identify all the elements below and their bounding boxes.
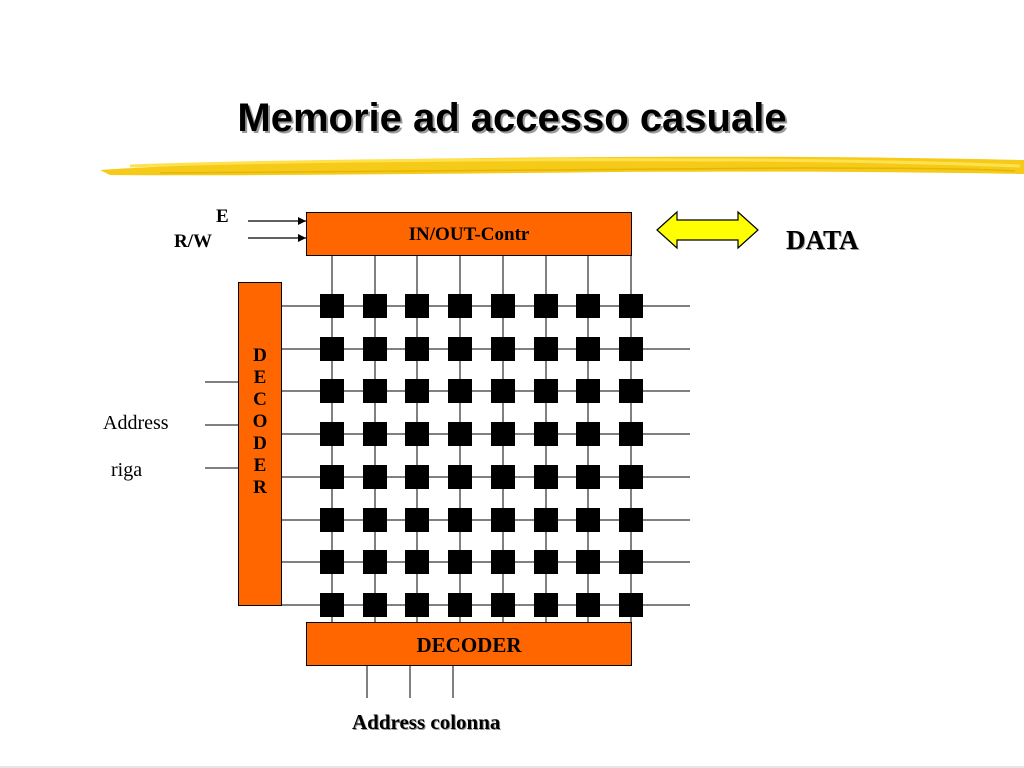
memory-cell: [619, 465, 643, 489]
column-decoder-block: DECODER: [306, 622, 632, 666]
memory-cell: [320, 422, 344, 446]
memory-cell: [491, 422, 515, 446]
memory-cell: [320, 379, 344, 403]
memory-cell: [405, 294, 429, 318]
memory-cell: [363, 294, 387, 318]
row-decoder-letter: R: [253, 477, 267, 498]
memory-cell: [619, 422, 643, 446]
memory-cells: [320, 294, 643, 617]
row-decoder-letter: D: [253, 345, 267, 366]
memory-cell: [448, 508, 472, 532]
memory-cell: [576, 593, 600, 617]
io-control-block: IN/OUT-Contr: [306, 212, 632, 256]
memory-cell: [448, 379, 472, 403]
memory-cell: [491, 337, 515, 361]
memory-cell: [534, 379, 558, 403]
memory-cell: [448, 294, 472, 318]
memory-cell: [363, 508, 387, 532]
memory-cell: [405, 337, 429, 361]
memory-cell: [320, 508, 344, 532]
row-decoder-letter: E: [253, 455, 267, 476]
data-bidirectional-arrow: [656, 210, 759, 250]
memory-cell: [619, 550, 643, 574]
memory-cell: [405, 550, 429, 574]
memory-cell: [576, 465, 600, 489]
row-decoder-letter: O: [252, 411, 268, 432]
memory-cell: [534, 465, 558, 489]
memory-cell: [619, 593, 643, 617]
memory-cell: [405, 379, 429, 403]
address-row-sublabel: riga: [111, 459, 143, 481]
io-control-label: IN/OUT-Contr: [408, 224, 530, 245]
memory-cell: [448, 422, 472, 446]
memory-cell: [448, 550, 472, 574]
row-decoder-letter: E: [253, 367, 267, 388]
signal-rw-label: R/W: [174, 231, 212, 252]
memory-cell: [405, 422, 429, 446]
slide-footer-line: [0, 766, 1024, 768]
memory-cell: [619, 294, 643, 318]
memory-cell: [363, 337, 387, 361]
row-decoder-letter: D: [253, 433, 267, 454]
slide-title: Memorie ad accesso casuale: [237, 96, 787, 140]
memory-cell: [576, 294, 600, 318]
memory-cell: [320, 465, 344, 489]
memory-cell: [363, 550, 387, 574]
row-decoder-block: D E C O D E R: [238, 282, 282, 606]
memory-cell: [619, 337, 643, 361]
memory-cell: [576, 550, 600, 574]
memory-cell: [576, 422, 600, 446]
memory-cell: [534, 508, 558, 532]
memory-cell: [405, 593, 429, 617]
row-decoder-label: D E C O D E R: [239, 345, 281, 499]
memory-cell: [491, 593, 515, 617]
memory-cell: [619, 379, 643, 403]
memory-cell: [619, 508, 643, 532]
memory-cell: [363, 422, 387, 446]
row-decoder-letter: C: [253, 389, 267, 410]
memory-cell: [491, 379, 515, 403]
memory-cell: [448, 465, 472, 489]
address-column-label: Address colonna: [352, 710, 501, 734]
memory-cell: [491, 294, 515, 318]
memory-cell: [320, 593, 344, 617]
memory-cell: [491, 465, 515, 489]
memory-cell: [320, 550, 344, 574]
memory-cell: [534, 550, 558, 574]
memory-cell: [363, 593, 387, 617]
memory-cell: [534, 337, 558, 361]
memory-cell: [320, 337, 344, 361]
memory-cell: [576, 508, 600, 532]
memory-cell: [405, 508, 429, 532]
data-label: DATA: [786, 225, 859, 255]
memory-cell: [576, 379, 600, 403]
memory-cell: [448, 593, 472, 617]
memory-cell: [320, 294, 344, 318]
column-decoder-label: DECODER: [416, 633, 522, 657]
memory-cell: [491, 550, 515, 574]
memory-cell: [448, 337, 472, 361]
signal-e-label: E: [216, 206, 229, 227]
memory-cell: [363, 465, 387, 489]
memory-cell: [576, 337, 600, 361]
input-arrows: [248, 217, 306, 242]
title-underline-brush: [100, 156, 1024, 176]
memory-cell: [534, 593, 558, 617]
memory-cell: [534, 294, 558, 318]
memory-cell: [534, 422, 558, 446]
memory-cell: [491, 508, 515, 532]
memory-cell: [363, 379, 387, 403]
memory-cell: [405, 465, 429, 489]
address-row-label: Address: [103, 412, 169, 434]
